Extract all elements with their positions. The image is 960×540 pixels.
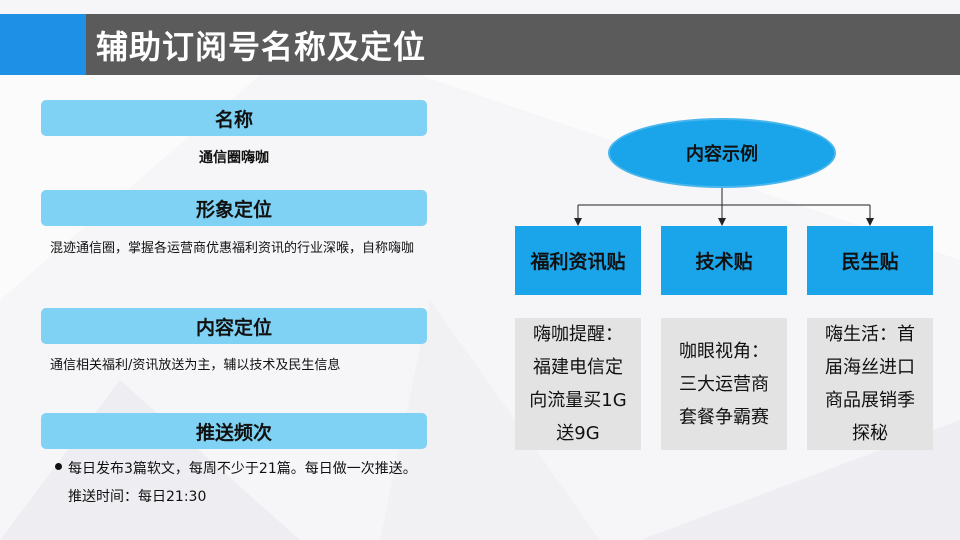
section-text-content-positioning: 通信相关福利/资讯放送为主，辅以技术及民生信息 <box>50 358 341 373</box>
category-box-life: 民生贴 <box>807 226 933 295</box>
section-header-push-frequency: 推送频次 <box>41 413 427 449</box>
section-text-image-positioning: 混迹通信圈，掌握各运营商优惠福利资讯的行业深喉，自称嗨咖 <box>50 241 415 256</box>
category-box-welfare: 福利资讯贴 <box>515 226 641 295</box>
title-bar: 辅助订阅号名称及定位 <box>86 14 960 75</box>
title-accent-block <box>0 14 86 75</box>
section-header-content-positioning: 内容定位 <box>41 308 427 344</box>
section-header-name: 名称 <box>41 100 427 136</box>
section-header-image-positioning: 形象定位 <box>41 190 427 226</box>
diagram-root-node: 内容示例 <box>608 118 836 188</box>
example-text-welfare: 嗨咖提醒：福建电信定向流量买1G送9G <box>529 324 627 444</box>
example-box-welfare: 嗨咖提醒：福建电信定向流量买1G送9G <box>515 318 641 450</box>
category-box-tech: 技术贴 <box>661 226 787 295</box>
example-text-tech: 咖眼视角：三大运营商套餐争霸赛 <box>679 340 769 428</box>
example-box-tech: 咖眼视角：三大运营商套餐争霸赛 <box>661 318 787 450</box>
example-text-life: 嗨生活：首届海丝进口商品展销季探秘 <box>825 324 915 444</box>
page-title: 辅助订阅号名称及定位 <box>96 27 427 66</box>
section-text-push-frequency: 每日发布3篇软文，每周不少于21篇。每日做一次推送。 推送时间：每日21:30 <box>68 461 424 505</box>
section-text-name: 通信圈嗨咖 <box>199 150 269 166</box>
example-box-life: 嗨生活：首届海丝进口商品展销季探秘 <box>807 318 933 450</box>
bullet-icon <box>55 463 62 470</box>
